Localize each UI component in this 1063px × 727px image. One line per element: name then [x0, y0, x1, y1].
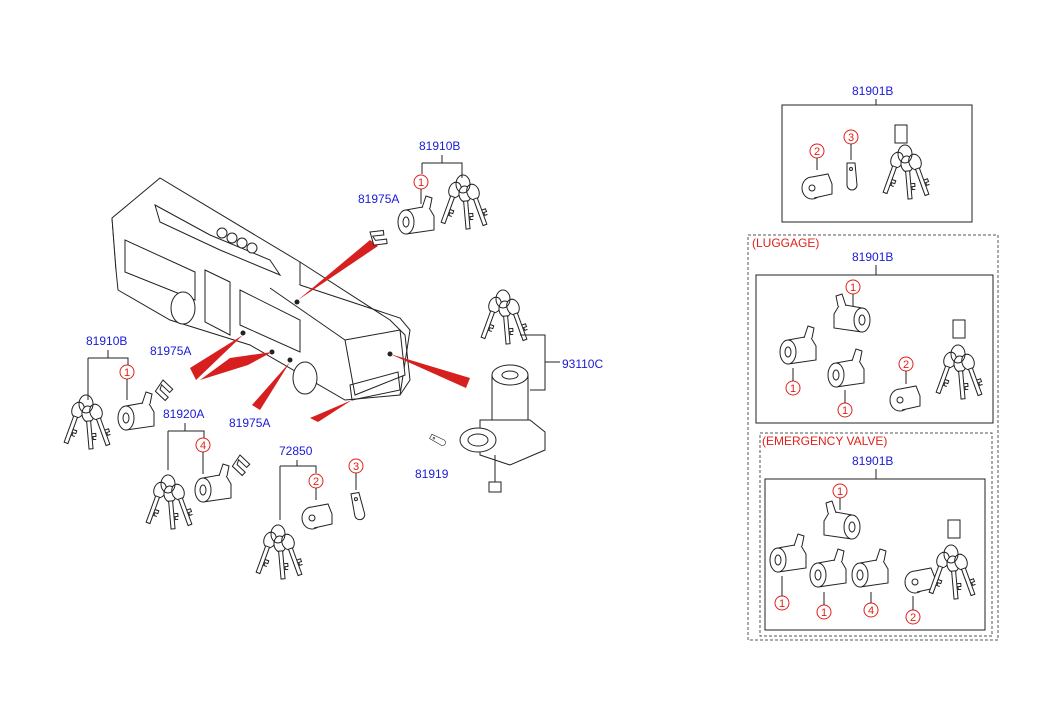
callout-b2-1b: 1: [850, 282, 856, 294]
key-set-icon-ignition: [477, 290, 530, 344]
bracket-icon-mid: [229, 452, 253, 479]
callout-1-top: 1: [418, 177, 424, 189]
label-81901b-box2: 81901B: [852, 250, 893, 264]
key-set-icon: [437, 175, 490, 229]
label-81919: 81919: [415, 467, 449, 481]
label-81975a-mid: 81975A: [229, 416, 270, 430]
box-81901b-luggage: (LUGGAGE) 81901B 1 1 1 2: [752, 236, 994, 424]
lock-cylinder-icon-b3b: [769, 533, 807, 573]
box-81901b-top: 81901B 2 3: [781, 84, 973, 223]
key-tag-icon: [350, 491, 367, 521]
callout-2: 2: [313, 476, 319, 488]
label-81901b-box1: 81901B: [852, 84, 893, 98]
lock-cylinder-icon-b3a: [823, 500, 861, 540]
label-81910b-left: 81910B: [86, 334, 127, 348]
dashed-inner: [759, 432, 993, 637]
screw-icon: [429, 432, 447, 447]
group-81920a: 81920A 4 81975A: [142, 407, 270, 529]
group-72850: 72850 2 3: [252, 444, 367, 579]
lock-cylinder-icon: [397, 195, 435, 235]
callout-b1-3: 3: [848, 132, 854, 144]
lock-cylinder-icon-b3d: [851, 548, 889, 588]
callout-b2-1c: 1: [842, 405, 848, 417]
lock-cylinder-icon-b2c: [827, 348, 865, 388]
callout-b3-4: 4: [868, 605, 874, 617]
key-set-icon-left: [60, 395, 113, 449]
label-93110c: 93110C: [562, 357, 603, 371]
callout-b3-1b: 1: [779, 598, 785, 610]
key-set-icon-b1: [879, 145, 932, 199]
knob-lock-icon-b2: [889, 385, 921, 412]
lock-cylinder-icon-left: [117, 391, 155, 431]
group-93110c: 93110C 81919: [415, 290, 603, 493]
label-81975a-left: 81975A: [150, 344, 191, 358]
dashed-outer: [747, 234, 999, 641]
lock-cylinder-icon-81920a: [194, 463, 232, 503]
lock-cylinder-icon-b2a: [779, 325, 817, 365]
callout-3: 3: [353, 461, 359, 473]
callout-b3-1a: 1: [837, 486, 843, 498]
ignition-switch-icon: [459, 364, 546, 493]
box-81901b-emergency: (EMERGENCY VALVE) 81901B 1 1 1 4 2: [759, 432, 993, 637]
bus-illustration: [111, 177, 411, 401]
label-72850: 72850: [279, 444, 313, 458]
callout-4: 4: [200, 440, 206, 452]
lock-cylinder-icon-b3c: [809, 548, 847, 588]
red-pointers: [190, 240, 470, 422]
callout-1-left: 1: [124, 367, 130, 379]
label-81901b-box3: 81901B: [852, 454, 893, 468]
group-top-keyset: 81910B 1 81975A: [358, 139, 491, 250]
callout-b1-2: 2: [814, 146, 820, 158]
roof-vents: [216, 227, 258, 254]
bracket-icon-left: [152, 377, 176, 404]
key-set-icon-72850: [252, 525, 305, 579]
callout-b3-1c: 1: [821, 607, 827, 619]
knob-lock-icon: [301, 503, 333, 530]
key-set-icon-81920a: [142, 475, 195, 529]
key-tag-icon-b1: [846, 162, 858, 191]
label-81910b-top: 81910B: [419, 139, 460, 153]
group-luggage-label: (LUGGAGE): [752, 236, 819, 250]
label-81920a: 81920A: [163, 407, 204, 421]
callout-b2-1a: 1: [790, 383, 796, 395]
group-emergency-label: (EMERGENCY VALVE): [762, 434, 887, 448]
label-81975a-top: 81975A: [358, 192, 399, 206]
lock-cylinder-icon-b2b: [833, 293, 871, 333]
group-left-keyset: 81910B 1 81975A: [60, 334, 191, 449]
key-set-icon-b3: [925, 545, 978, 599]
key-set-icon-b2: [932, 345, 985, 399]
callout-b3-2: 2: [910, 612, 916, 624]
callout-b2-2: 2: [903, 359, 909, 371]
knob-lock-icon-b1: [801, 173, 833, 200]
